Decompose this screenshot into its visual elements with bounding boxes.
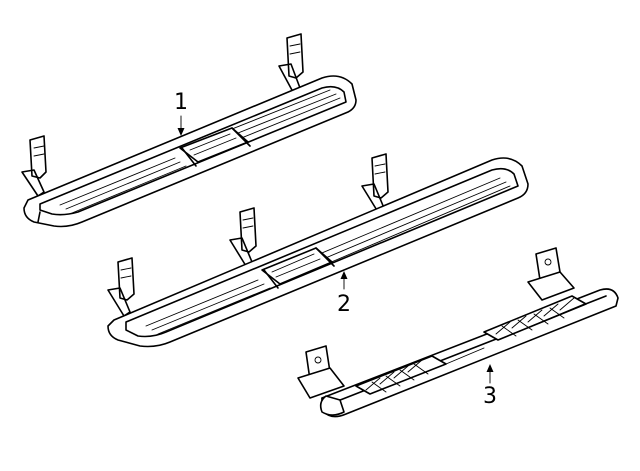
callout-3: 3	[483, 384, 497, 409]
step-bar-3	[297, 247, 619, 418]
leader-arrow-3	[486, 364, 494, 384]
bracket-1-right	[278, 33, 304, 93]
leader-arrow-2	[340, 271, 348, 290]
bracket-3-right	[527, 247, 575, 301]
bracket-2-left	[107, 257, 135, 317]
bracket-1-left	[21, 135, 47, 197]
callout-1: 1	[174, 90, 188, 115]
leader-arrow-1	[177, 115, 185, 136]
callout-2: 2	[337, 292, 351, 317]
running-board-1	[21, 33, 357, 228]
bracket-2-right	[361, 153, 389, 213]
bracket-3-left	[297, 345, 345, 399]
running-board-2	[107, 153, 529, 348]
bracket-2-mid	[229, 207, 257, 267]
step-pad-right	[483, 295, 587, 341]
